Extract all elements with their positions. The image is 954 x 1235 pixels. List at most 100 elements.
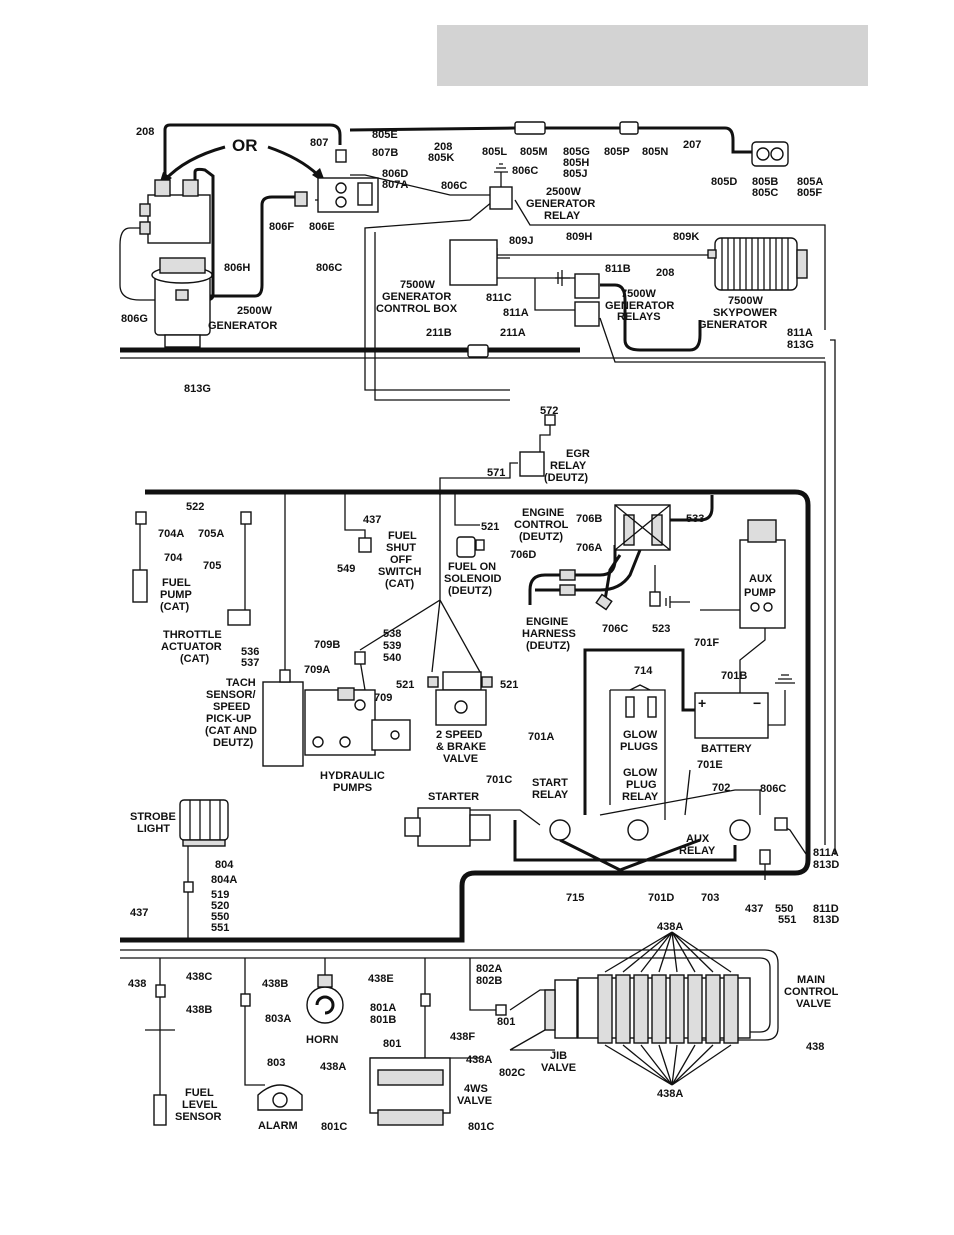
connector-438c — [155, 984, 166, 998]
wire-relay-right — [514, 199, 826, 330]
label-551b: 551 — [778, 914, 796, 926]
label-705a: 705A — [198, 528, 224, 540]
label-aux-1: AUX — [749, 573, 773, 585]
label-811a-c: 811A — [813, 847, 839, 859]
label-ts-4: PICK-UP — [206, 713, 251, 725]
connector-805p — [619, 121, 639, 135]
label-809k: 809K — [673, 231, 699, 243]
wire-437-bus — [120, 489, 811, 943]
connector-709b — [354, 651, 366, 665]
wire-relay-bus-b — [374, 232, 510, 401]
label-fs-3: OFF — [390, 554, 412, 566]
label-ar-2: RELAY — [679, 845, 716, 857]
wire-fork — [359, 492, 481, 673]
label-539: 539 — [383, 640, 401, 652]
label-704: 704 — [164, 552, 183, 564]
start-relay — [549, 819, 571, 841]
label-438a-top: 438A — [657, 921, 683, 933]
label-702: 702 — [712, 782, 730, 794]
label-fo-3: (DEUTZ) — [448, 585, 492, 597]
arrow-or-right — [267, 145, 320, 177]
wire-relay-bus — [364, 196, 510, 391]
label-437c: 437 — [130, 907, 148, 919]
connector-521a — [475, 539, 485, 551]
label-207: 207 — [683, 139, 701, 151]
label-mcv-3: VALVE — [796, 998, 831, 1010]
connector-706c — [595, 593, 613, 611]
label-jib-2: VALVE — [541, 1062, 576, 1074]
label-sb-2: & BRAKE — [436, 741, 486, 753]
label-802a: 802A — [476, 963, 502, 975]
wire-437-drop — [344, 492, 366, 538]
label-715: 715 — [566, 892, 584, 904]
label-437a: 437 — [363, 514, 381, 526]
connector-804a — [183, 881, 194, 893]
label-ts-5: (CAT AND — [205, 725, 257, 737]
label-ec-3: (DEUTZ) — [519, 531, 563, 543]
label-438e: 438E — [368, 973, 394, 985]
label-805p: 805P — [604, 146, 630, 158]
fuel-level-sensor — [145, 1029, 175, 1126]
label-or: OR — [232, 136, 258, 155]
label-805k: 805K — [428, 152, 454, 164]
label-ws-2: VALVE — [457, 1095, 492, 1107]
label-mcv-1: MAIN — [797, 974, 825, 986]
label-sb-1: 2 SPEED — [436, 729, 483, 741]
label-relay2500-2: GENERATOR — [526, 198, 595, 210]
label-fs-4: SWITCH — [378, 566, 421, 578]
label-gpr-3: RELAY — [622, 791, 659, 803]
label-804: 804 — [215, 859, 234, 871]
label-805h: 805H — [563, 157, 589, 169]
label-805f: 805F — [797, 187, 822, 199]
strobe-light — [179, 799, 229, 847]
label-ta-2: ACTUATOR — [161, 641, 222, 653]
label-536: 536 — [241, 646, 259, 658]
label-805c: 805C — [752, 187, 778, 199]
label-fl-1: FUEL — [185, 1087, 214, 1099]
label-gp-2: PLUGS — [620, 741, 658, 753]
relay-811a — [574, 301, 600, 327]
label-ta-1: THROTTLE — [163, 629, 222, 641]
label-521c: 521 — [500, 679, 518, 691]
label-gpr-1: GLOW — [623, 767, 658, 779]
control-box-7500w — [449, 239, 498, 286]
ground-523 — [665, 596, 690, 608]
connector-572 — [544, 414, 556, 426]
label-805m: 805M — [520, 146, 548, 158]
aux-relay — [729, 819, 751, 841]
label-549: 549 — [337, 563, 355, 575]
fan-438a-bot — [604, 1044, 732, 1086]
relay-811b — [574, 273, 600, 299]
label-811d: 811D — [813, 903, 839, 915]
label-strobe-1: STROBE — [130, 811, 176, 823]
wire-438-bus-b — [120, 957, 771, 1033]
label-438-b: 438 — [806, 1041, 824, 1053]
label-813d-a: 813D — [813, 859, 839, 871]
label-fo-2: SOLENOID — [444, 573, 502, 585]
label-806e: 806E — [309, 221, 335, 233]
label-811a-b: 811A — [787, 327, 813, 339]
label-701f: 701F — [694, 637, 719, 649]
label-801: 801 — [383, 1038, 401, 1050]
jib-valve — [544, 979, 578, 1039]
label-sky-3: GENERATOR — [698, 319, 767, 331]
labels: OR 208 807 805E 807B 208 805K 805L 805M … — [121, 126, 839, 1133]
header-gray-box — [437, 25, 868, 86]
relay-7500-ground — [555, 270, 570, 286]
label-horn: HORN — [306, 1034, 338, 1046]
label-ts-1: TACH — [226, 677, 256, 689]
glow-plug-relay — [627, 819, 649, 841]
label-438: 438 — [128, 978, 146, 990]
label-806d: 806D — [382, 168, 408, 180]
junction-terminal-right — [182, 179, 199, 197]
wire-802c — [509, 1029, 555, 1051]
label-211a: 211A — [500, 327, 526, 339]
wire-fuel-on — [454, 492, 480, 526]
wire-702 — [599, 789, 761, 816]
label-eh-2: HARNESS — [522, 628, 576, 640]
hydraulic-pumps — [304, 687, 411, 756]
connector-705a — [240, 511, 252, 525]
label-mcv-2: CONTROL — [784, 986, 839, 998]
label-809h: 809H — [566, 231, 592, 243]
connector-806f — [294, 191, 308, 207]
